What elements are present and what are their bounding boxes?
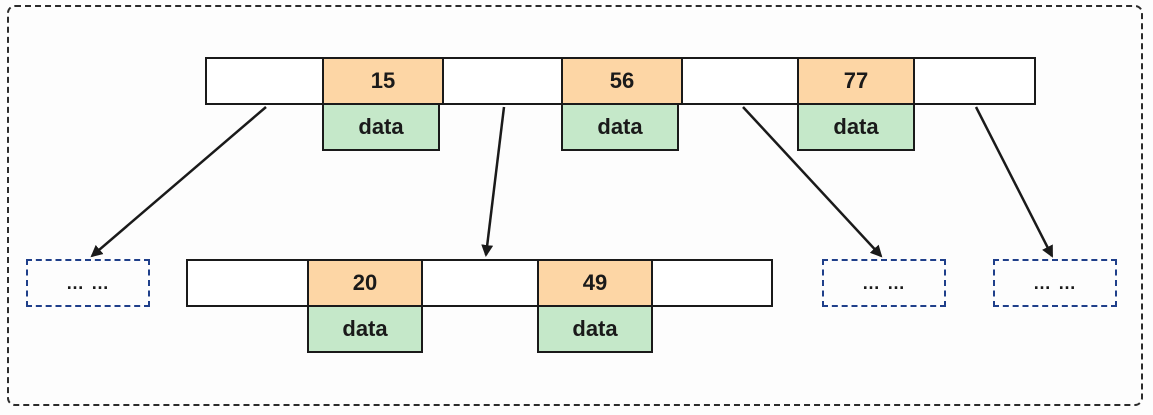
root-key-2: 56	[561, 57, 683, 105]
root-data-3: data	[797, 103, 915, 151]
child-key-2: 49	[537, 259, 653, 307]
diagram-frame	[7, 5, 1143, 406]
placeholder-mid-right: … …	[822, 259, 946, 307]
arrow-to-left-subtree	[90, 106, 267, 258]
child-key-1: 20	[307, 259, 423, 307]
root-key-1: 15	[322, 57, 444, 105]
arrow-to-child-node	[481, 106, 506, 257]
child-node	[186, 259, 773, 307]
root-data-1: data	[322, 103, 440, 151]
placeholder-far-right: … …	[993, 259, 1117, 307]
root-data-2: data	[561, 103, 679, 151]
placeholder-left: … …	[26, 259, 150, 307]
child-data-2: data	[537, 305, 653, 353]
child-data-1: data	[307, 305, 423, 353]
arrow-to-far-right-subtree	[974, 106, 1054, 258]
arrow-to-mid-right-subtree	[742, 106, 883, 258]
